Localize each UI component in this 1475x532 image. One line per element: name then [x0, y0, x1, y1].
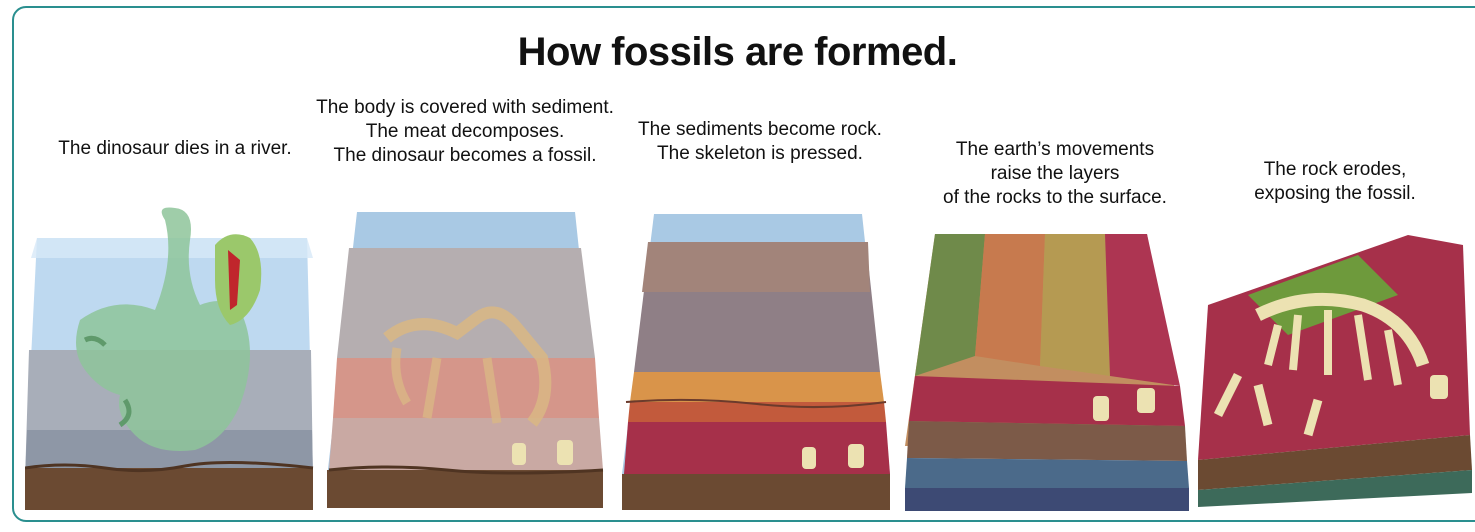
stage-5-caption: The rock erodes, exposing the fossil. — [1200, 158, 1470, 206]
stage-5-illustration — [1198, 235, 1473, 515]
stage-3-illustration — [622, 212, 897, 512]
stage-4-illustration — [905, 226, 1190, 516]
stage-3-caption: The sediments become rock. The skeleton … — [615, 118, 905, 166]
stage-1-illustration — [25, 200, 315, 515]
stage-4-caption: The earth’s movements raise the layers o… — [905, 138, 1205, 210]
stage-1-caption: The dinosaur dies in a river. — [30, 137, 320, 161]
diagram-title: How fossils are formed. — [0, 30, 1475, 75]
stage-2-caption: The body is covered with sediment. The m… — [315, 96, 615, 168]
stage-2-illustration — [327, 208, 607, 513]
